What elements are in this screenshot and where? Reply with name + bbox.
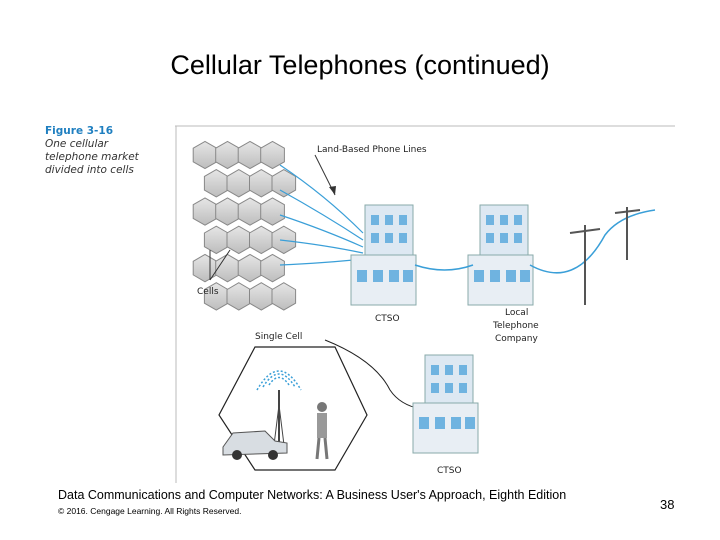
cellular-diagram: CTSO Local Telephone Company Single Cell (175, 125, 675, 485)
pole-wire (529, 209, 656, 274)
figure-caption: Figure 3-16 One cellular telephone marke… (45, 125, 155, 177)
arrow-head-icon (329, 186, 336, 195)
cell-hexagon (192, 140, 218, 170)
cell-hexagon (249, 169, 274, 198)
figure-caption-line-1: One cellular (45, 138, 109, 150)
local-phone-label-2: Telephone (492, 321, 539, 331)
cell-hexagon (271, 169, 297, 198)
cell-hexagon (215, 197, 240, 226)
cells-label: Cells (197, 287, 219, 297)
car-icon (222, 430, 288, 460)
footer-book-title: Data Communications and Computer Network… (58, 488, 567, 502)
cell-hexagon (192, 253, 218, 283)
figure-caption-line-2: telephone market (45, 151, 139, 163)
cell-hexagon (271, 282, 297, 311)
slide-title: Cellular Telephones (continued) (170, 50, 550, 80)
inter-office-wire (414, 264, 474, 271)
local-phone-label-3: Company (495, 334, 538, 344)
cell-hexagon (215, 140, 240, 170)
ctso-building-bottom (412, 354, 479, 454)
cell-hexagon (260, 253, 285, 283)
telephone-poles (569, 207, 641, 305)
single-cell-label: Single Cell (255, 332, 302, 342)
cell-grid (192, 140, 297, 311)
cell-hexagon (203, 169, 229, 198)
cellular-diagram-svg: CTSO Local Telephone Company Single Cell (175, 125, 675, 483)
page-number: 38 (660, 497, 675, 512)
footer-copyright: © 2016. Cengage Learning. All Rights Res… (58, 506, 242, 516)
single-cell-hexagon (218, 346, 368, 471)
cell-hexagon (203, 225, 229, 255)
cell-to-ctso-line (324, 339, 422, 410)
cell-hexagon (249, 282, 274, 311)
cells-pointer-2 (209, 249, 231, 281)
cell-hexagon (237, 140, 263, 170)
ctso-top-label: CTSO (375, 314, 400, 324)
local-telephone-building (467, 204, 534, 306)
figure-caption-line-3: divided into cells (45, 164, 134, 176)
cell-hexagon (226, 225, 252, 255)
cell-hexagon (249, 225, 274, 255)
cell-hexagon (260, 197, 285, 226)
local-phone-label-1: Local (505, 308, 528, 318)
cell-hexagon (237, 253, 263, 283)
ctso-bottom-label: CTSO (437, 466, 462, 476)
cell-hexagon (226, 169, 252, 198)
cell-hexagon (226, 282, 252, 311)
cell-hexagon (192, 197, 218, 226)
person-with-phone-icon (315, 402, 329, 460)
ctso-building-top (350, 204, 417, 306)
figure-number: Figure 3-16 (45, 125, 113, 137)
cell-hexagon (237, 197, 263, 226)
land-lines-label: Land-Based Phone Lines (317, 145, 427, 155)
cell-hexagon (215, 253, 240, 283)
cell-hexagon (260, 140, 285, 170)
